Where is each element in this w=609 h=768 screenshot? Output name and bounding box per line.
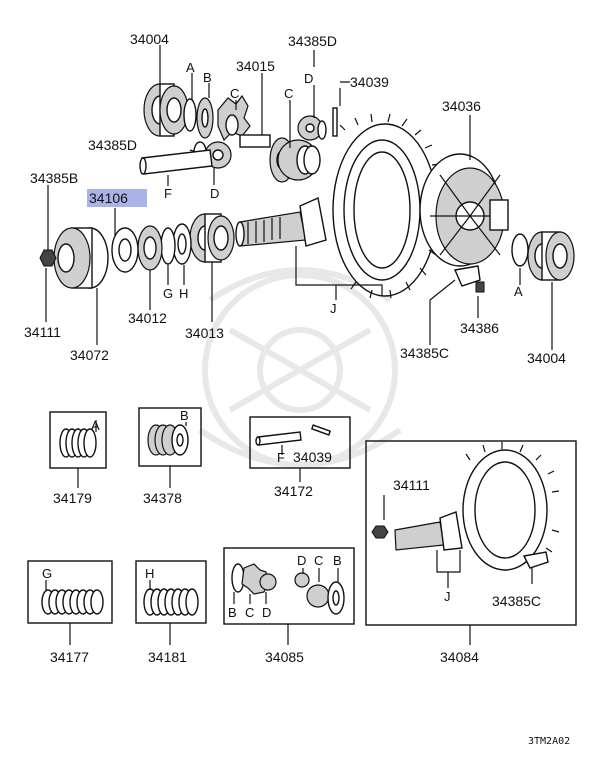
side-gear-c-right [277,139,321,181]
label-34385d-left: 34385D [88,137,137,153]
companion-flange-34072 [53,227,109,289]
washer-34385d-top [317,120,327,140]
kit-box-34084 [365,440,577,645]
kit-34084-inner-bottom: 34385C [492,593,541,609]
letter-d-top: D [304,71,313,86]
drive-pinion [235,197,327,247]
kit-34177-letter: G [42,566,52,581]
washer-34106 [111,227,139,273]
letter-c-top: C [230,86,239,101]
kit-34179-letter: A [91,418,100,433]
kit-34084-label: 34084 [440,649,479,665]
letter-f: F [164,186,172,201]
letter-a-right: A [514,284,523,299]
kit-34085-letter-c-right: C [314,553,323,568]
kit-34084-inner-top: 34111 [393,477,430,493]
kit-box-34177 [27,560,113,645]
washer-a-top [183,98,197,132]
kit-34179-label: 34179 [53,490,92,506]
label-34111: 34111 [24,324,61,340]
label-34386: 34386 [460,320,499,336]
label-34004-right: 34004 [527,350,566,366]
label-34385c: 34385C [400,345,449,361]
kit-34181-letter: H [145,566,154,581]
letter-g: G [163,286,173,301]
letter-j: J [330,301,337,316]
washer-a-right [511,233,529,267]
label-34012: 34012 [128,310,167,326]
label-34004-top: 34004 [130,31,169,47]
kit-34181-label: 34181 [148,649,187,665]
leader-lines-upper [45,45,553,350]
pinion-shaft-f [139,149,213,175]
kit-34177-label: 34177 [50,649,89,665]
diagram-code: 3TM2A02 [528,736,570,747]
kit-34085-letter-d-left: D [262,605,271,620]
kit-34085-letter-b-right: B [333,553,342,568]
kit-34378-letter: B [180,408,189,423]
kit-34085-letter-c-left: C [245,605,254,620]
bearing-34012 [137,225,163,271]
label-34385d-top: 34385D [288,33,337,49]
kit-box-34179 [49,411,107,488]
kit-box-34378 [138,407,202,488]
kit-34172-label: 34172 [274,483,313,499]
bearing-34013 [189,213,235,263]
letter-d-bottom: D [210,186,219,201]
letter-h: H [179,286,188,301]
flange-nut-34111 [39,249,57,267]
highlight-34106 [87,189,147,207]
ring-gear [332,113,445,299]
letter-b-top: B [203,70,212,85]
label-34106[interactable]: 34106 [89,190,128,206]
washer-b-top [196,97,214,139]
lock-plate-34385c [454,265,481,287]
watermark-emblem [198,267,402,468]
kit-34172-letter-f: F [277,450,285,465]
label-34039-top: 34039 [350,74,389,90]
label-34015: 34015 [236,58,275,74]
label-34072: 34072 [70,347,109,363]
bolt-34386 [475,281,485,293]
kit-box-34085 [223,547,355,645]
kit-34172-inner-label: 34039 [293,449,332,465]
kit-34084-letter-j: J [444,589,451,604]
kit-34085-letter-d-right: D [297,553,306,568]
kit-34378-label: 34378 [143,490,182,506]
kit-box-34172 [249,416,351,482]
kit-34085-letter-b-left: B [228,605,237,620]
label-34036: 34036 [442,98,481,114]
bearing-34004-right [527,231,575,281]
letter-c-mid: C [284,86,293,101]
label-34385b: 34385B [30,170,78,186]
letter-a-top: A [186,60,195,75]
differential-case-34036 [419,153,509,267]
kit-34085-label: 34085 [265,649,304,665]
spacer-g [160,227,176,265]
side-gear-c-left [217,94,251,142]
bearing-34004-top [143,83,189,137]
kit-box-34181 [135,560,207,645]
lock-pin-34039 [332,107,338,137]
spacer-h [172,223,192,265]
label-34013: 34013 [185,325,224,341]
